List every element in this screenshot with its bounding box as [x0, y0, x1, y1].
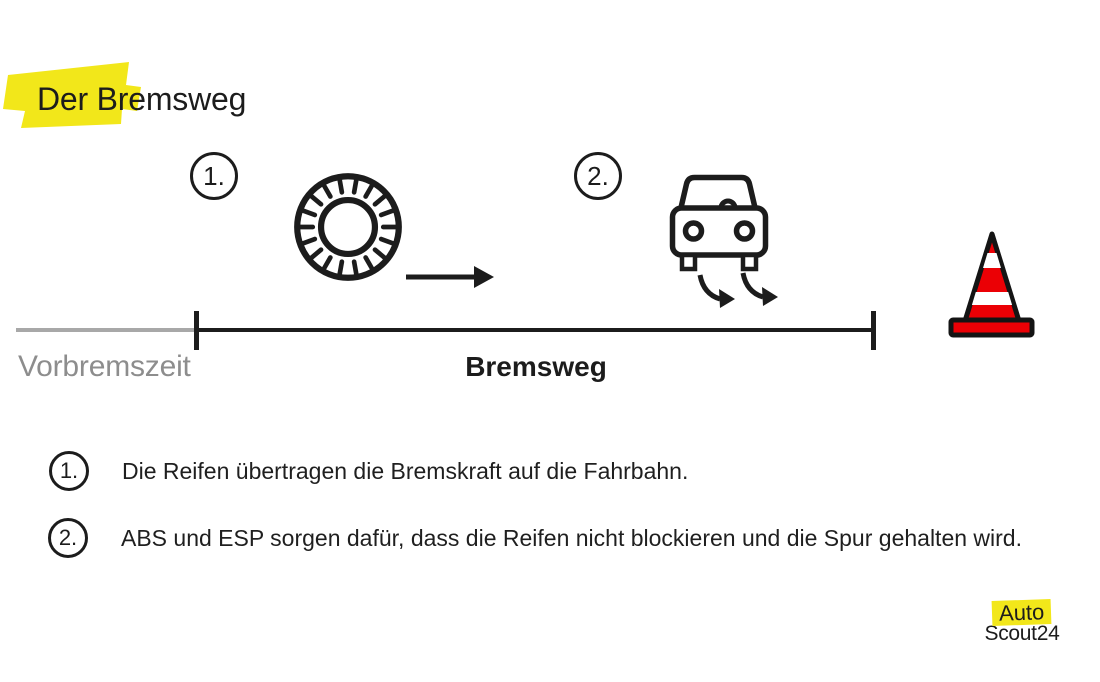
tire-icon [294, 173, 402, 281]
logo-text-auto: Auto [998, 599, 1046, 626]
step-1-badge: 1. [190, 152, 238, 200]
brake-end-tick [871, 311, 876, 350]
pre-brake-line [16, 328, 196, 332]
legend-item-1: 1. Die Reifen übertragen die Bremskraft … [49, 451, 688, 491]
legend-2-badge: 2. [48, 518, 88, 558]
traffic-cone-icon [948, 231, 1035, 338]
legend-1-badge: 1. [49, 451, 89, 491]
page-title: Der Bremsweg [37, 81, 247, 117]
pre-brake-label: Vorbremszeit [18, 350, 191, 383]
brake-start-tick [194, 311, 199, 350]
legend-1-number: 1. [59, 458, 79, 483]
autoscout24-logo: Auto Scout24 [982, 598, 1062, 646]
brake-distance-label: Bremsweg [465, 351, 607, 382]
logo-yellow-patch: Auto [991, 598, 1053, 627]
legend-1-text: Die Reifen übertragen die Bremskraft auf… [122, 457, 689, 484]
logo-text-scout24: Scout24 [984, 622, 1060, 645]
legend-2-number: 2. [58, 525, 78, 550]
step-2-number: 2. [587, 160, 609, 191]
step-2-badge: 2. [574, 152, 622, 200]
arrow-right-icon [406, 266, 494, 288]
brake-distance-line [196, 328, 874, 332]
title-highlight-swash [3, 62, 141, 128]
legend-2-text: ABS und ESP sorgen dafür, dass die Reife… [121, 524, 1022, 551]
legend-item-2: 2. ABS und ESP sorgen dafür, dass die Re… [48, 518, 1022, 558]
step-1-number: 1. [203, 160, 225, 191]
car-skid-icon [669, 174, 778, 308]
